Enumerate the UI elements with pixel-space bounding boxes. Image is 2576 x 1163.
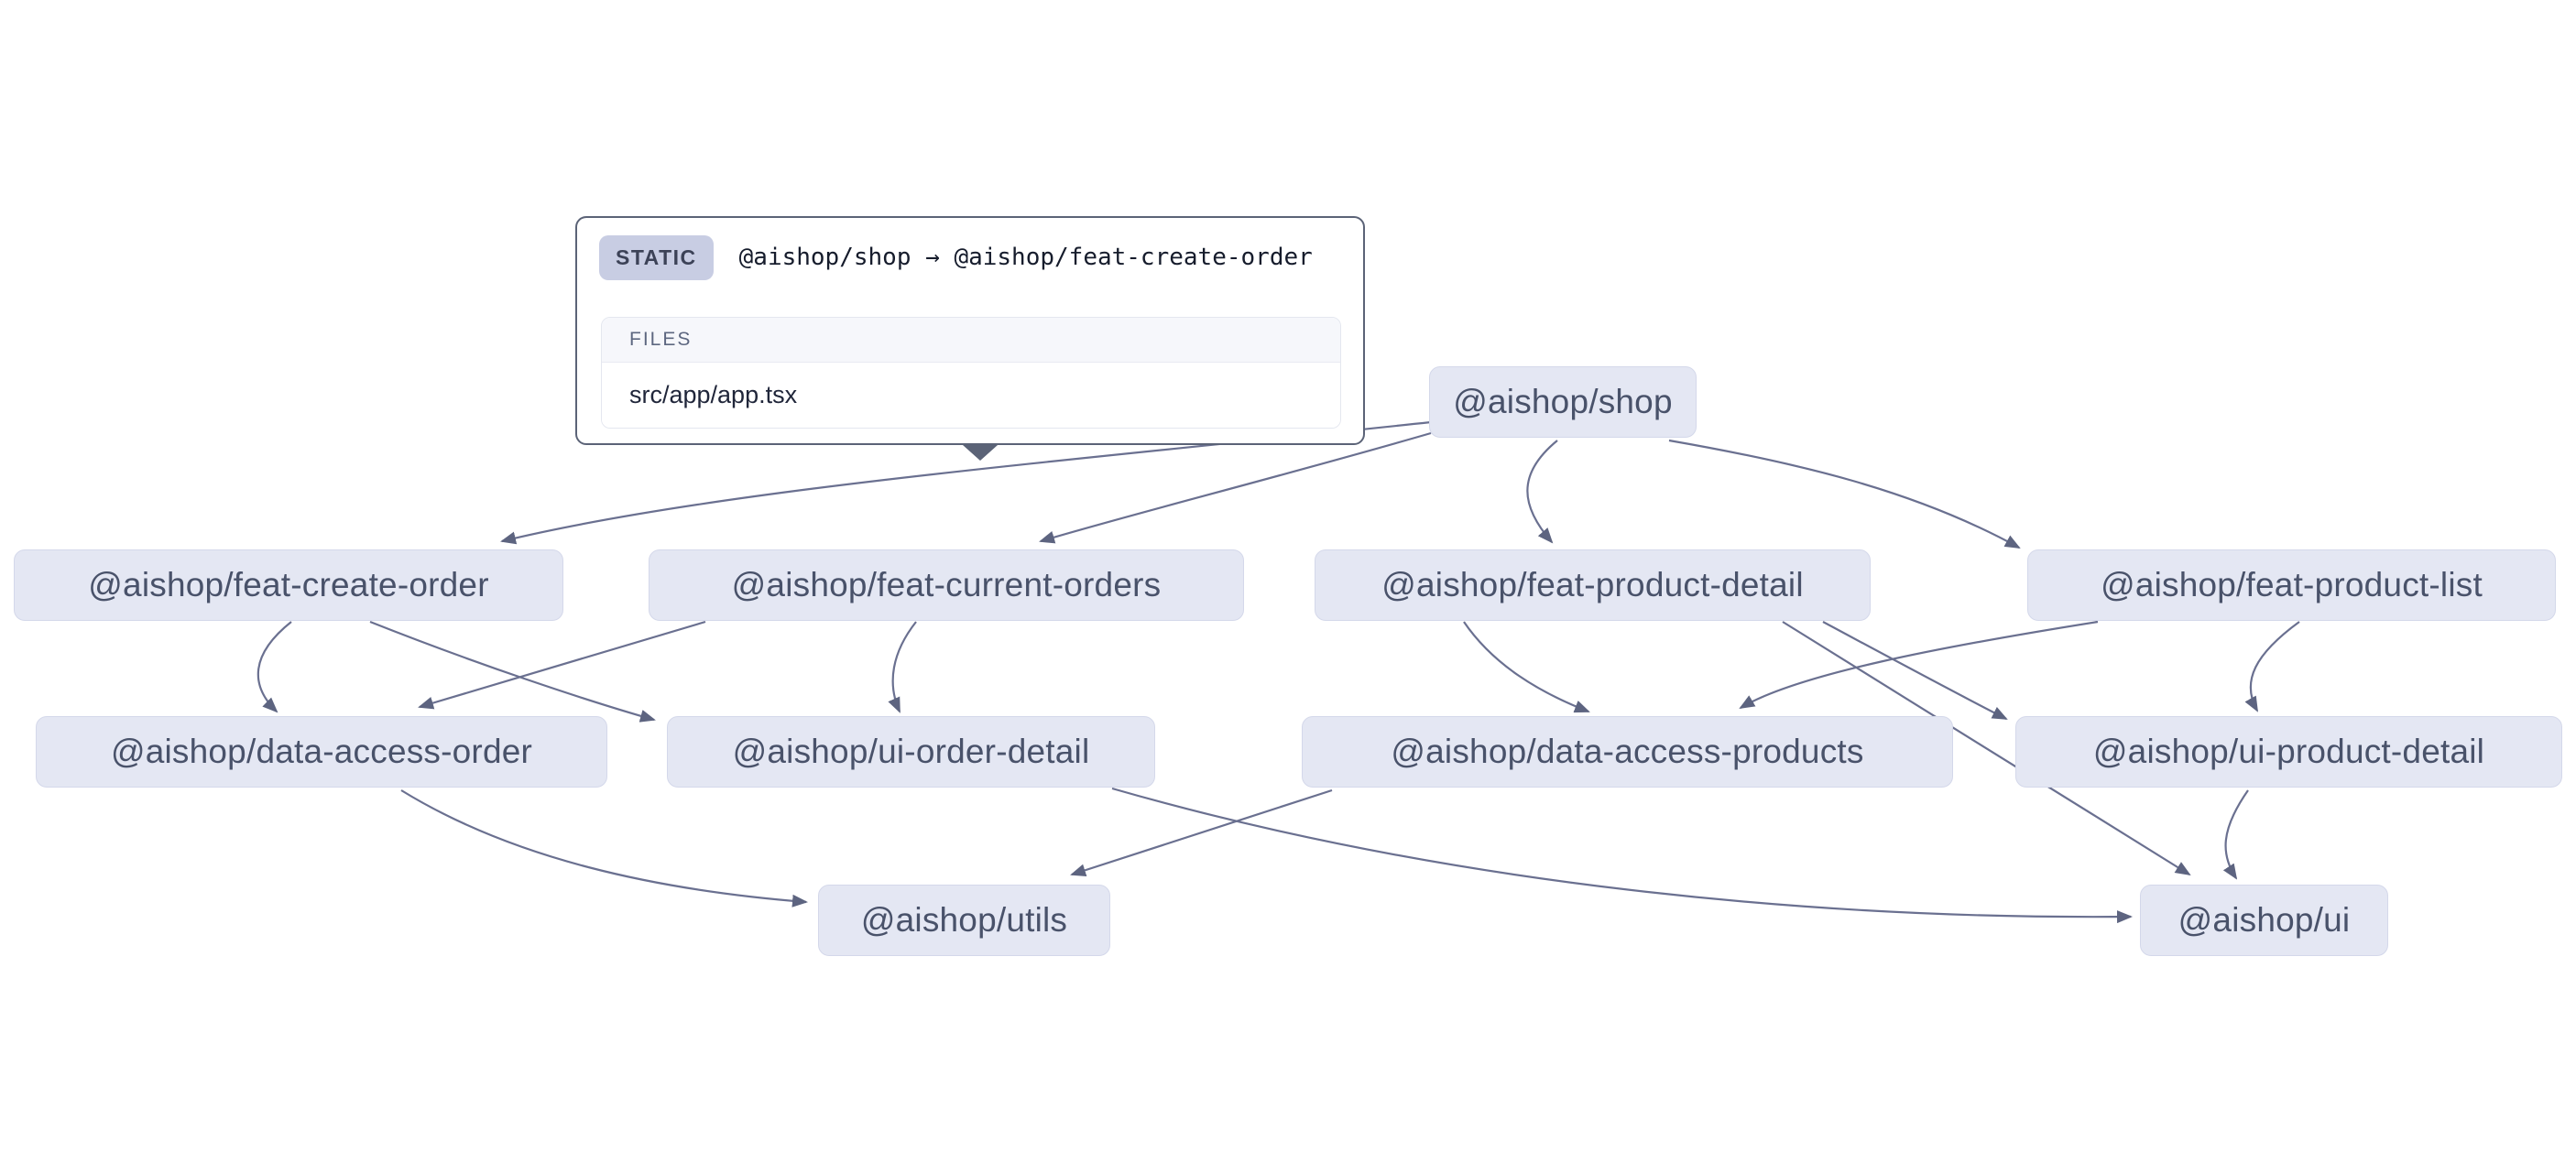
graph-node-feat-product-detail[interactable]: @aishop/feat-product-detail bbox=[1315, 549, 1871, 621]
files-heading: FILES bbox=[602, 318, 1340, 363]
edge-feat-product-list-ui-product-detail[interactable] bbox=[2244, 621, 2300, 712]
edge-feat-product-list-data-access-products[interactable] bbox=[1739, 620, 2099, 710]
edge-data-access-order-utils[interactable] bbox=[400, 789, 808, 908]
graph-node-feat-product-list[interactable]: @aishop/feat-product-list bbox=[2027, 549, 2556, 621]
graph-node-data-access-order[interactable]: @aishop/data-access-order bbox=[36, 716, 607, 788]
graph-node-utils[interactable]: @aishop/utils bbox=[818, 885, 1110, 956]
edge-shop-feat-product-detail[interactable] bbox=[1526, 440, 1558, 544]
edge-type-badge: STATIC bbox=[599, 234, 714, 280]
edge-shop-feat-product-list[interactable] bbox=[1668, 439, 2021, 549]
graph-node-feat-create-order[interactable]: @aishop/feat-create-order bbox=[14, 549, 563, 621]
edge-ui-order-detail-ui[interactable] bbox=[1111, 787, 2133, 924]
edge-feat-product-detail-ui[interactable] bbox=[1782, 621, 2191, 876]
edge-shop-feat-current-orders[interactable] bbox=[1039, 431, 1432, 544]
graph-node-ui-order-detail[interactable]: @aishop/ui-order-detail bbox=[667, 716, 1155, 788]
graph-node-data-access-products[interactable]: @aishop/data-access-products bbox=[1302, 716, 1953, 788]
edge-feat-current-orders-data-access-order[interactable] bbox=[418, 620, 706, 710]
tooltip-pointer-icon bbox=[963, 445, 998, 461]
edge-ui-product-detail-ui[interactable] bbox=[2222, 789, 2249, 880]
edge-tooltip-header: STATIC @aishop/shop → @aishop/feat-creat… bbox=[599, 231, 1341, 284]
graph-node-ui[interactable]: @aishop/ui bbox=[2140, 885, 2388, 956]
edge-feat-current-orders-ui-order-detail[interactable] bbox=[888, 621, 917, 713]
graph-node-ui-product-detail[interactable]: @aishop/ui-product-detail bbox=[2015, 716, 2562, 788]
edge-data-access-products-utils[interactable] bbox=[1070, 788, 1333, 877]
edge-tooltip: STATIC @aishop/shop → @aishop/feat-creat… bbox=[575, 216, 1365, 461]
edge-feat-create-order-data-access-order[interactable] bbox=[257, 621, 292, 713]
file-path-item: src/app/app.tsx bbox=[602, 363, 1340, 428]
edge-feat-product-detail-data-access-products[interactable] bbox=[1463, 621, 1590, 713]
edge-feat-create-order-ui-order-detail[interactable] bbox=[369, 620, 656, 723]
edge-feat-product-detail-ui-product-detail[interactable] bbox=[1822, 621, 2008, 720]
edge-tooltip-files-panel: FILES src/app/app.tsx bbox=[601, 317, 1341, 429]
graph-node-feat-current-orders[interactable]: @aishop/feat-current-orders bbox=[649, 549, 1244, 621]
edge-tooltip-label: @aishop/shop → @aishop/feat-create-order bbox=[738, 244, 1313, 271]
graph-node-shop[interactable]: @aishop/shop bbox=[1429, 366, 1697, 438]
